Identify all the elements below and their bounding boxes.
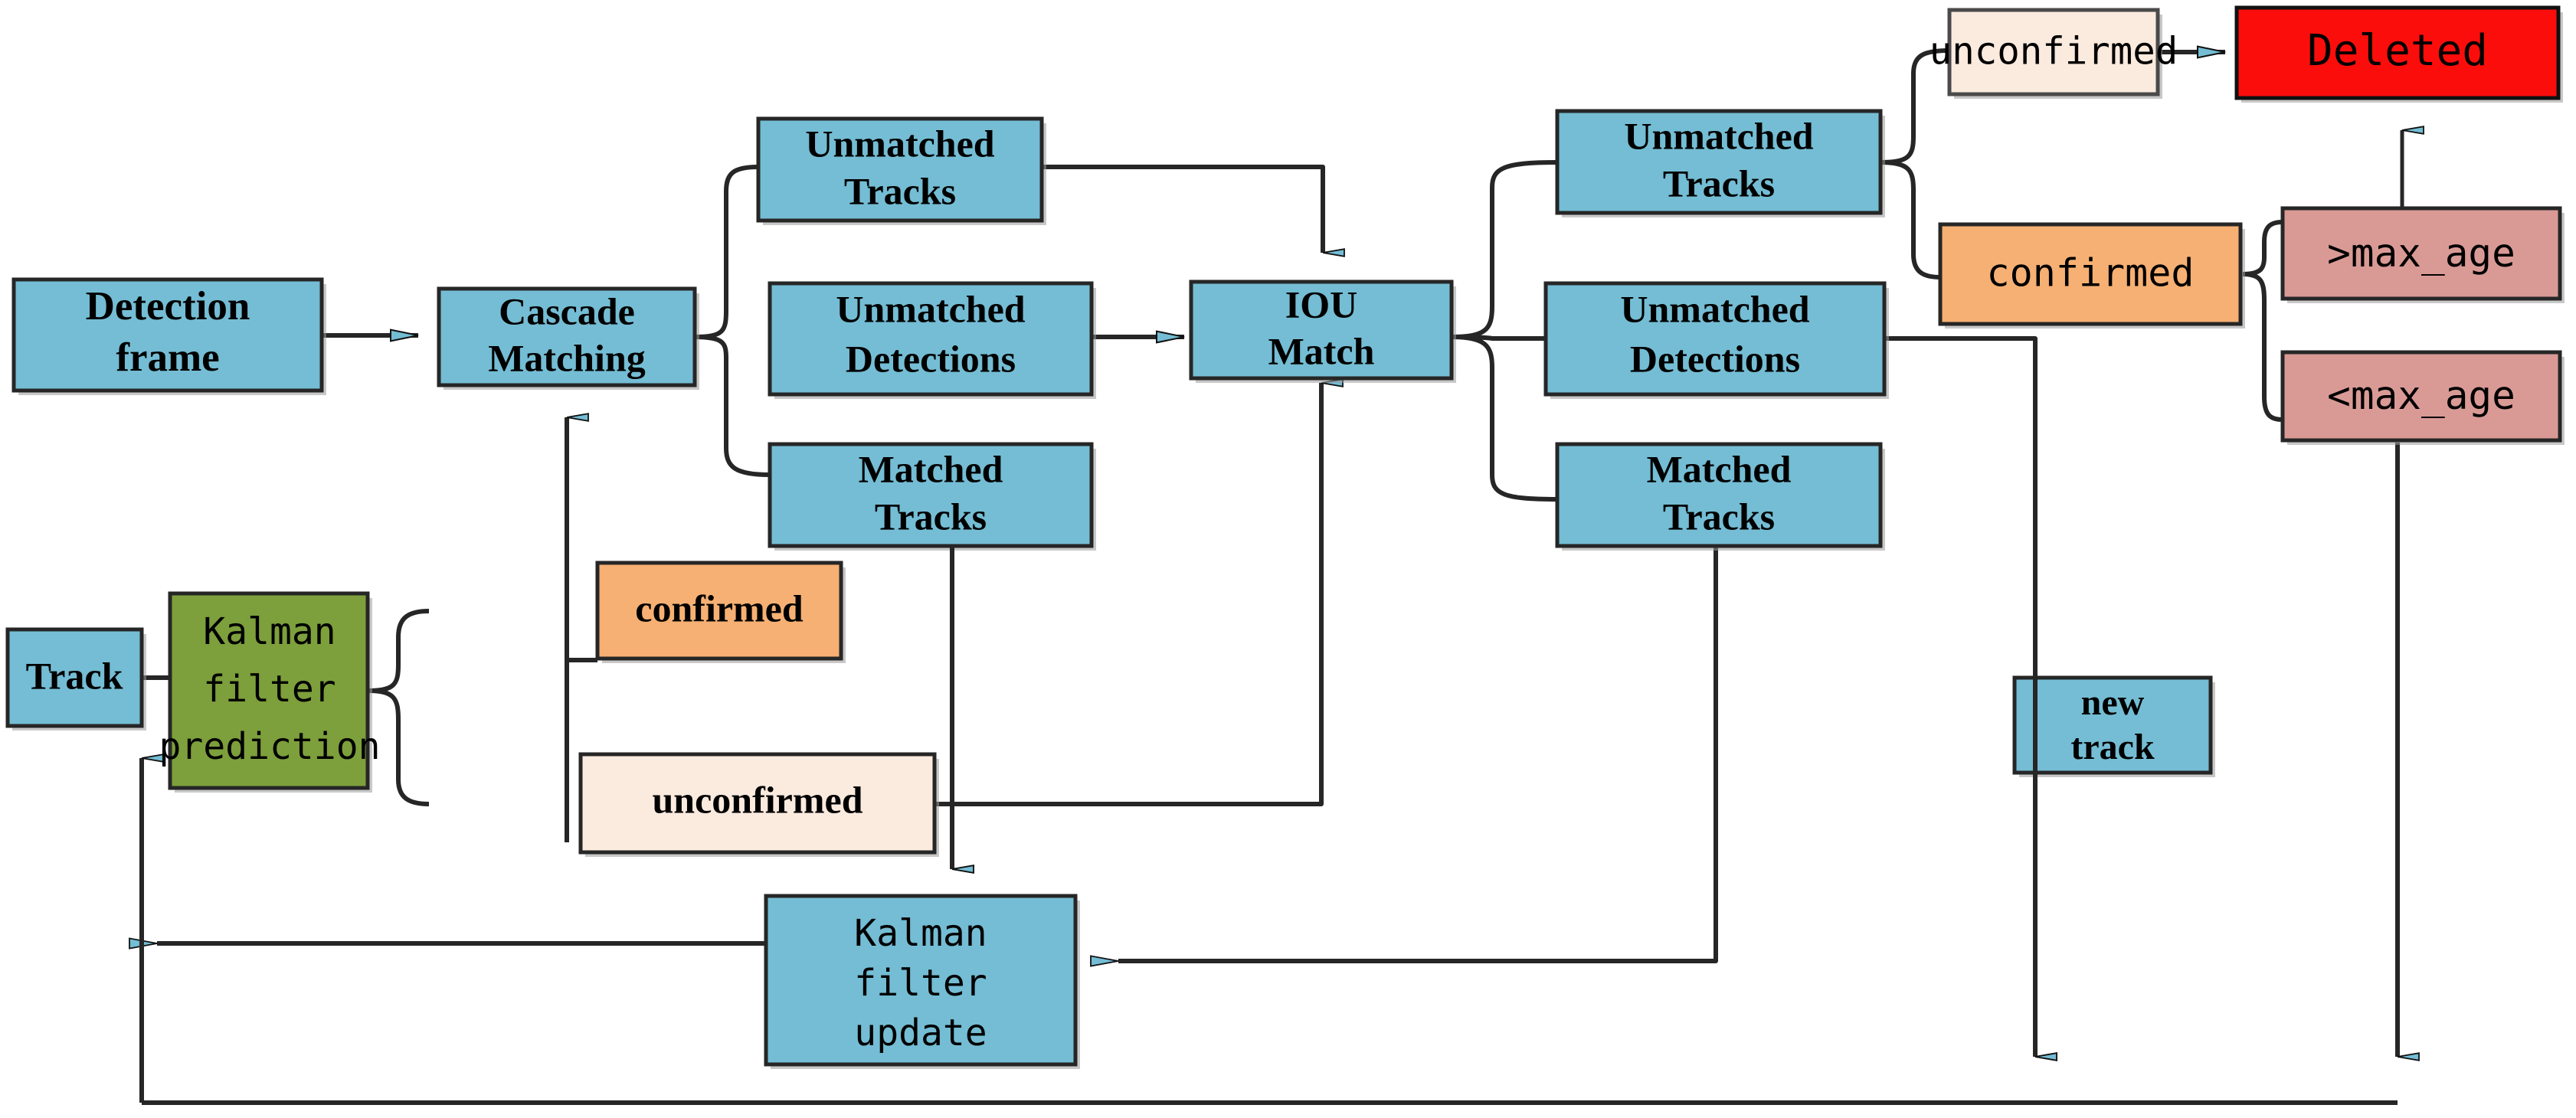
- node-unmatched-detections-left[interactable]: Unmatched Detections: [768, 281, 1096, 399]
- iou-match-line2: Match: [1268, 329, 1375, 372]
- node-new-track[interactable]: new track: [2012, 675, 2215, 777]
- node-track[interactable]: Track: [5, 627, 146, 731]
- node-confirmed-left[interactable]: confirmed: [595, 561, 846, 663]
- node-gt-max-age[interactable]: >max_age: [2280, 206, 2565, 303]
- connector-overlay: [950, 548, 2057, 1061]
- track-label: Track: [26, 654, 123, 697]
- node-deleted[interactable]: Deleted: [2234, 5, 2563, 103]
- unmatched-detections-left-line1: Unmatched: [836, 287, 1025, 330]
- iou-match-line1: IOU: [1285, 283, 1357, 325]
- edge-right-tracks-brace-up: [1880, 48, 1950, 165]
- node-unmatched-detections-right[interactable]: Unmatched Detections: [1543, 281, 1889, 399]
- unmatched-tracks-right-line1: Unmatched: [1624, 114, 1813, 157]
- edge-unmatched-tracks-to-iou: [1042, 165, 1345, 257]
- node-layer: Detection frame Cascade Matching Unmatch…: [5, 5, 2565, 1069]
- edge-prediction-brace-down: [368, 688, 430, 806]
- node-matched-tracks-right[interactable]: Matched Tracks: [1555, 442, 1885, 551]
- unmatched-tracks-right-line2: Tracks: [1663, 162, 1775, 204]
- node-lt-max-age[interactable]: <max_age: [2280, 350, 2565, 445]
- cascade-matching-line2: Matching: [488, 336, 646, 379]
- edge-right-detections-to-newtrack: [1884, 336, 2057, 1061]
- kalman-update-line3: update: [854, 1012, 987, 1054]
- edge-cascade-brace-mid: [694, 335, 771, 477]
- lt-max-age-label: <max_age: [2327, 374, 2515, 419]
- edge-confirmed-feedback-final: [565, 528, 597, 662]
- confirmed-left-label: confirmed: [635, 587, 804, 629]
- kalman-update-line2: filter: [854, 962, 987, 1005]
- node-matched-tracks-left[interactable]: Matched Tracks: [768, 442, 1096, 551]
- kalman-prediction-line2: filter: [203, 668, 336, 711]
- node-cascade-matching[interactable]: Cascade Matching: [437, 286, 699, 390]
- edge-confirmed-brace-down: [2242, 272, 2283, 422]
- node-unmatched-tracks-right[interactable]: Unmatched Tracks: [1555, 109, 1885, 217]
- edge-prediction-brace-up: [368, 609, 430, 693]
- unmatched-detections-right-line1: Unmatched: [1620, 287, 1809, 330]
- unconfirmed-top-right-label: unconfirmed: [1930, 30, 2178, 74]
- node-kalman-filter-update[interactable]: Kalman filter update: [764, 894, 1080, 1069]
- edge-iou-brace-bottom: [1451, 335, 1558, 502]
- node-kalman-filter-prediction[interactable]: Kalman filter prediction: [159, 591, 381, 793]
- cascade-matching-line1: Cascade: [499, 289, 635, 332]
- node-iou-match[interactable]: IOU Match: [1189, 280, 1456, 383]
- confirmed-right-label: confirmed: [1987, 251, 2195, 296]
- unmatched-tracks-left-line1: Unmatched: [805, 122, 994, 165]
- edge-iou-brace-top: [1451, 160, 1558, 339]
- deleted-label: Deleted: [2307, 26, 2488, 76]
- node-detection-frame[interactable]: Detection frame: [11, 277, 326, 395]
- edge-cascade-brace-top: [694, 165, 759, 339]
- node-confirmed-right[interactable]: confirmed: [1938, 222, 2245, 329]
- gt-max-age-label: >max_age: [2327, 231, 2515, 276]
- node-unmatched-tracks-left[interactable]: Unmatched Tracks: [756, 116, 1046, 225]
- new-track-line2: track: [2070, 727, 2155, 767]
- kalman-update-line1: Kalman: [854, 912, 987, 955]
- unmatched-tracks-left-line2: Tracks: [844, 169, 956, 212]
- unmatched-detections-right-line2: Detections: [1630, 337, 1800, 380]
- kalman-prediction-line3: prediction: [159, 725, 381, 768]
- edge-right-matched-to-kalman-update: [1090, 548, 1718, 967]
- kalman-prediction-line1: Kalman: [203, 610, 336, 653]
- matched-tracks-left-line2: Tracks: [875, 495, 987, 538]
- detection-frame-line1: Detection: [86, 284, 250, 329]
- edge-unconfirmed-to-iou: [936, 378, 1344, 806]
- edge-confirmed-brace-up: [2242, 220, 2283, 276]
- unconfirmed-left-label: unconfirmed: [653, 778, 863, 821]
- node-unconfirmed-top-right[interactable]: unconfirmed: [1930, 8, 2178, 99]
- edge-right-tracks-brace-down: [1880, 160, 1941, 280]
- matched-tracks-left-line1: Matched: [859, 447, 1003, 490]
- new-track-line1: new: [2081, 682, 2145, 723]
- node-unconfirmed-left[interactable]: unconfirmed: [578, 752, 939, 857]
- unmatched-detections-left-line2: Detections: [846, 337, 1016, 380]
- matched-tracks-right-line2: Tracks: [1663, 495, 1775, 538]
- matched-tracks-right-line1: Matched: [1647, 447, 1792, 490]
- detection-frame-line2: frame: [116, 335, 219, 380]
- connector-layer: [0, 0, 2424, 1105]
